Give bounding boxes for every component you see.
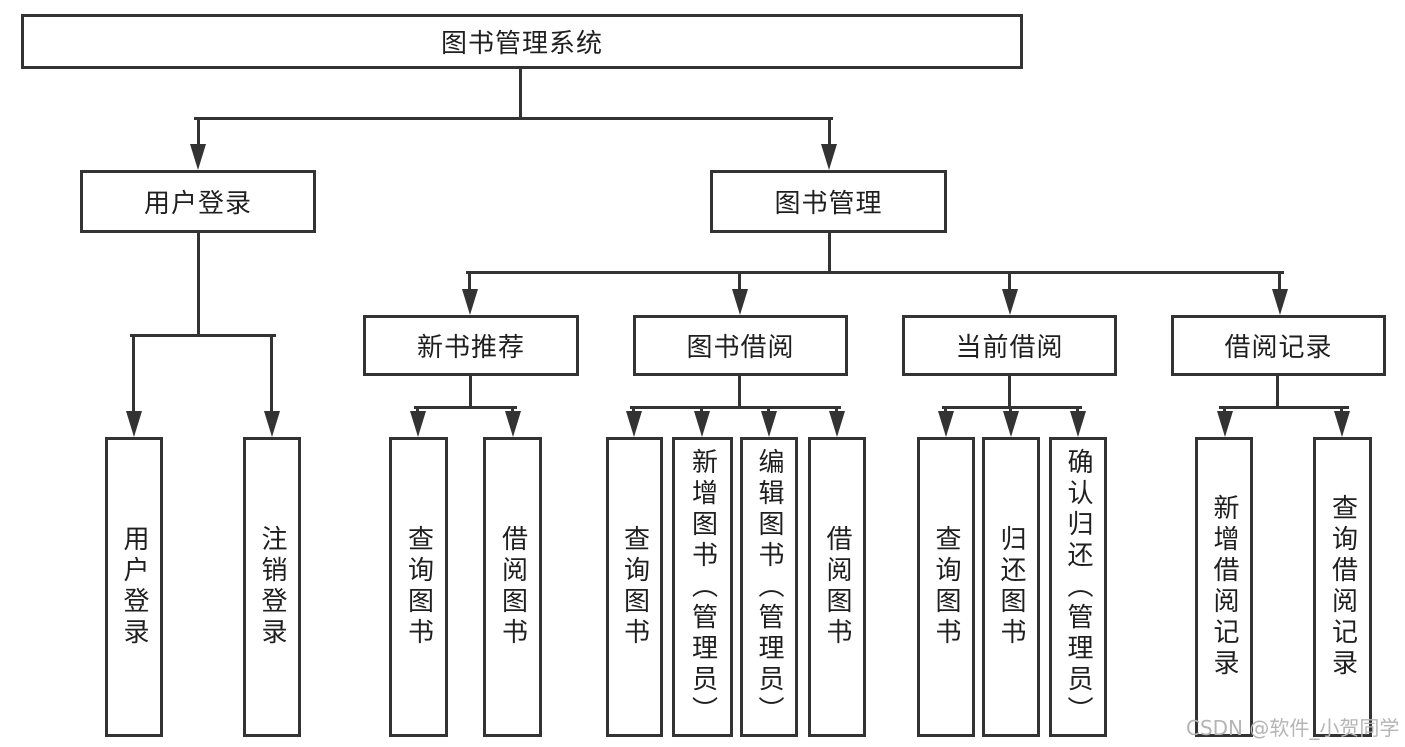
arrow-to-query-borrow-record bbox=[1334, 411, 1350, 437]
node-leaf-borrow-books-borrow: 借阅图书 bbox=[808, 437, 866, 737]
connector-borrow-record-drop-1 bbox=[1223, 406, 1226, 415]
arrow-to-confirm-return-admin bbox=[1070, 411, 1086, 437]
node-leaf-query-books-borrow: 查询图书 bbox=[606, 437, 663, 737]
connector-current-borrow-drop-3 bbox=[1076, 406, 1079, 415]
connector-book-borrow-drop-4 bbox=[835, 406, 838, 415]
arrow-to-book-mgmt bbox=[821, 144, 837, 170]
node-leaf-query-books-recommend: 查询图书 bbox=[389, 437, 448, 737]
connector-new-book-rec-bar bbox=[414, 406, 517, 409]
node-leaf-return-books: 归还图书 bbox=[982, 437, 1040, 737]
connector-book-borrow-drop-3 bbox=[767, 406, 770, 415]
arrow-to-add-borrow-record bbox=[1217, 411, 1233, 437]
arrow-to-query-books-borrow bbox=[626, 411, 642, 437]
connector-new-book-rec-drop-2 bbox=[511, 406, 514, 415]
connector-book-borrow-stem bbox=[738, 376, 741, 408]
arrow-to-add-books-admin bbox=[694, 411, 710, 437]
node-leaf-logout: 注销登录 bbox=[243, 437, 301, 737]
connector-borrow-record-drop-2 bbox=[1340, 406, 1343, 415]
arrow-to-return-books bbox=[1003, 411, 1019, 437]
connector-current-borrow-stem bbox=[1008, 376, 1011, 408]
node-user-login: 用户登录 bbox=[80, 170, 316, 233]
arrow-to-user-login bbox=[190, 144, 206, 170]
connector-current-borrow-bar bbox=[942, 406, 1082, 409]
connector-current-borrow-drop-1 bbox=[944, 406, 947, 415]
connector-book-mgmt-drop-4 bbox=[1278, 271, 1281, 293]
node-leaf-confirm-return-admin: 确认归还（管理员） bbox=[1049, 437, 1107, 737]
connector-root-drop-right bbox=[828, 117, 831, 149]
connector-root-stem bbox=[519, 68, 522, 119]
arrow-to-query-books-current bbox=[938, 411, 954, 437]
connector-user-login-drop-2 bbox=[270, 334, 273, 415]
node-current-borrow: 当前借阅 bbox=[902, 315, 1117, 376]
connector-current-borrow-drop-2 bbox=[1009, 406, 1012, 415]
connector-book-mgmt-drop-3 bbox=[1008, 271, 1011, 293]
connector-user-login-drop-1 bbox=[132, 334, 135, 415]
connector-borrow-record-bar bbox=[1219, 406, 1349, 409]
connector-book-mgmt-drop-2 bbox=[738, 271, 741, 293]
connector-book-borrow-bar bbox=[630, 406, 841, 409]
node-leaf-user-login: 用户登录 bbox=[105, 437, 163, 737]
arrow-to-borrow-books-recommend bbox=[505, 411, 521, 437]
arrow-to-edit-books-admin bbox=[761, 411, 777, 437]
node-book-borrow: 图书借阅 bbox=[633, 315, 848, 376]
connector-user-login-stem bbox=[197, 233, 200, 337]
connector-book-mgmt-bar bbox=[466, 271, 1284, 274]
connector-new-book-rec-drop-1 bbox=[416, 406, 419, 415]
node-book-mgmt: 图书管理 bbox=[710, 170, 947, 233]
connector-new-book-rec-stem bbox=[469, 376, 472, 408]
arrow-to-leaf-user-login bbox=[126, 411, 142, 437]
arrow-to-book-borrow bbox=[732, 289, 748, 315]
node-borrow-record: 借阅记录 bbox=[1171, 315, 1386, 376]
arrow-to-current-borrow bbox=[1002, 289, 1018, 315]
connector-root-drop-left bbox=[197, 117, 200, 149]
node-leaf-borrow-books-recommend: 借阅图书 bbox=[483, 437, 542, 737]
arrow-to-new-book-rec bbox=[462, 289, 478, 315]
node-leaf-edit-books-admin: 编辑图书（管理员） bbox=[740, 437, 798, 737]
node-leaf-add-borrow-record: 新增借阅记录 bbox=[1195, 437, 1253, 737]
arrow-to-borrow-books-borrow bbox=[829, 411, 845, 437]
arrow-to-query-books-recommend bbox=[410, 411, 426, 437]
connector-borrow-record-stem bbox=[1276, 376, 1279, 408]
connector-book-borrow-drop-1 bbox=[632, 406, 635, 415]
node-root: 图书管理系统 bbox=[21, 14, 1023, 69]
arrow-to-leaf-logout bbox=[264, 411, 280, 437]
node-leaf-add-books-admin: 新增图书（管理员） bbox=[672, 437, 733, 737]
connector-user-login-bar bbox=[130, 334, 276, 337]
connector-book-mgmt-drop-1 bbox=[468, 271, 471, 293]
connector-book-mgmt-stem bbox=[828, 233, 831, 274]
arrow-to-borrow-record bbox=[1272, 289, 1288, 315]
connector-root-bar bbox=[194, 117, 833, 120]
node-leaf-query-books-current: 查询图书 bbox=[917, 437, 975, 737]
node-leaf-query-borrow-record: 查询借阅记录 bbox=[1313, 437, 1372, 737]
connector-book-borrow-drop-2 bbox=[700, 406, 703, 415]
watermark: CSDN @软件_小贺同学 bbox=[1186, 716, 1400, 740]
node-new-book-rec: 新书推荐 bbox=[363, 315, 579, 376]
